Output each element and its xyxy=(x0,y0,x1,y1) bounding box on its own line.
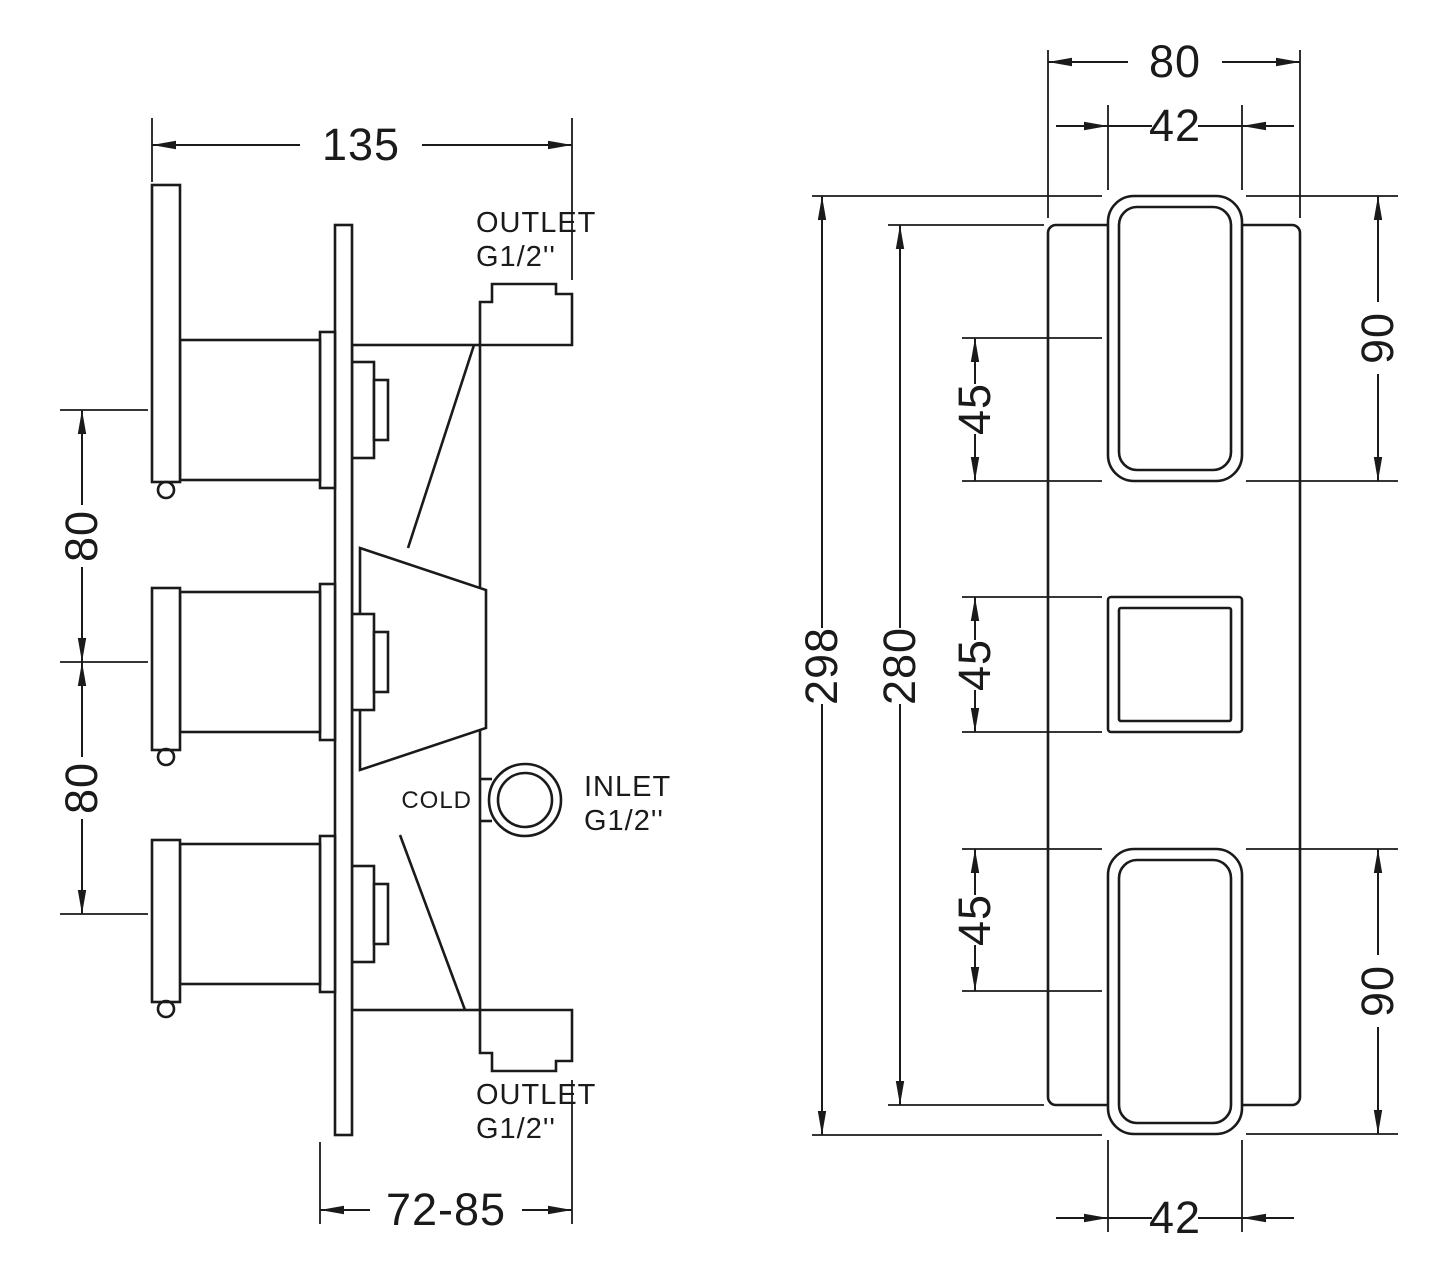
handle-bottom-front xyxy=(1106,847,1244,1136)
port-labels: OUTLET G1/2'' COLD INLET G1/2'' OUTLET G… xyxy=(401,207,671,1145)
outlet-top-size-label: G1/2'' xyxy=(476,241,556,273)
handle-lever xyxy=(150,586,182,752)
handle-screw xyxy=(156,480,176,500)
handle-inner xyxy=(1117,606,1233,723)
handle-body xyxy=(178,338,322,482)
dim-plate-height-280: 280 xyxy=(874,224,1044,1106)
outlet-port-top xyxy=(478,282,574,347)
dim-value-offset-bottom: 45 xyxy=(949,894,1000,946)
side-view: 135 80 80 72-85 OUTLET G1/2'' COLD xyxy=(56,118,671,1235)
handle-middle-side xyxy=(150,582,337,767)
outlet-bottom-size-label: G1/2'' xyxy=(476,1113,556,1145)
body-edge-line xyxy=(406,344,476,549)
front-view: 80 42 298 280 xyxy=(796,36,1403,1243)
handle-base xyxy=(318,330,337,490)
cartridge-nut xyxy=(372,378,390,442)
cartridge-nut xyxy=(372,630,390,694)
dim-handle-height-bottom-90: 90 xyxy=(1246,848,1403,1135)
dim-overall-height-298: 298 xyxy=(796,195,1102,1136)
body-edge-line xyxy=(398,834,467,1011)
handle-lever xyxy=(150,838,182,1004)
cold-label: COLD xyxy=(401,787,472,814)
handle-top-front xyxy=(1106,194,1244,483)
inlet-size-label: G1/2'' xyxy=(584,805,664,837)
handle-inner xyxy=(1117,205,1233,472)
cartridge-nut xyxy=(350,612,376,712)
dim-width-135: 135 xyxy=(151,118,573,280)
handle-middle-front xyxy=(1106,595,1244,734)
dim-value-handle-width-bottom: 42 xyxy=(1149,1192,1201,1243)
dim-depth-72-85: 72-85 xyxy=(319,1080,573,1235)
handle-top-side xyxy=(150,183,337,500)
dim-value-plate-width: 80 xyxy=(1149,36,1201,87)
dim-offset-top-45: 45 xyxy=(949,337,1102,482)
outlet-top-label: OUTLET xyxy=(476,207,596,239)
dim-handle-width-top-42: 42 xyxy=(1056,100,1294,190)
dim-pitch-80-80: 80 80 xyxy=(56,409,148,915)
dim-value-plate-height: 280 xyxy=(874,627,925,705)
dim-offset-bottom-45: 45 xyxy=(949,848,1102,992)
inlet-port-outer xyxy=(487,762,563,838)
dim-value-handle-height-bottom: 90 xyxy=(1352,965,1403,1017)
dim-handle-height-top-90: 90 xyxy=(1246,195,1403,482)
dim-offset-middle-45: 45 xyxy=(949,596,1102,733)
cartridge-nut xyxy=(350,864,376,964)
dim-value-handle-width-top: 42 xyxy=(1149,100,1201,151)
handle-outer xyxy=(1106,595,1244,734)
dim-plate-width-80: 80 xyxy=(1047,36,1301,218)
handle-inner xyxy=(1117,858,1233,1125)
cartridge-nut xyxy=(350,360,376,460)
dim-value-width: 135 xyxy=(322,119,400,170)
handle-body xyxy=(178,590,322,734)
handle-screw xyxy=(156,999,176,1019)
handle-base xyxy=(318,582,337,742)
dim-value-pitch-upper: 80 xyxy=(56,510,107,562)
valve-body-side xyxy=(350,282,574,1073)
outlet-bottom-label: OUTLET xyxy=(476,1079,596,1111)
inlet-port-inner xyxy=(496,771,554,829)
handle-outer xyxy=(1106,194,1244,483)
dim-value-offset-top: 45 xyxy=(949,383,1000,435)
dim-value-overall-height: 298 xyxy=(796,627,847,705)
handle-body xyxy=(178,842,322,986)
handle-screw xyxy=(156,747,176,767)
dim-value-pitch-lower: 80 xyxy=(56,762,107,814)
handle-outer xyxy=(1106,847,1244,1136)
handle-bottom-side xyxy=(150,834,337,1019)
dim-value-offset-middle: 45 xyxy=(949,639,1000,691)
dim-value-handle-height-top: 90 xyxy=(1352,312,1403,364)
handle-lever xyxy=(150,183,182,484)
handle-base xyxy=(318,834,337,994)
cartridge-nut xyxy=(372,882,390,946)
wall-plate-side xyxy=(333,223,354,1137)
outlet-port-bottom xyxy=(478,1008,574,1073)
inlet-label: INLET xyxy=(584,771,671,803)
dim-handle-width-bottom-42: 42 xyxy=(1056,1140,1294,1243)
dim-value-depth: 72-85 xyxy=(386,1184,506,1235)
